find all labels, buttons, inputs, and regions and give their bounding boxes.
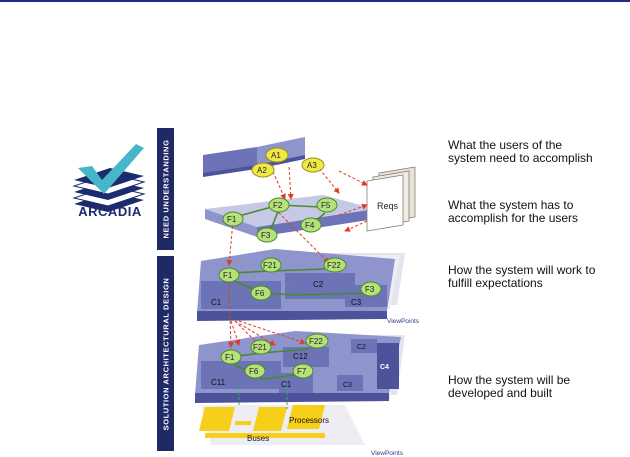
operational-nodes <box>251 147 325 178</box>
solution-design-label: SOLUTION ARCHITECTURAL DESIGN <box>161 277 170 430</box>
node-a3-label: A3 <box>307 161 317 170</box>
node-l-f21-label: F21 <box>263 261 277 270</box>
component-c2-phys <box>351 339 377 353</box>
node-a2-label: A2 <box>257 166 267 175</box>
need-understanding-bar: NEED UNDERSTANDING <box>157 128 174 250</box>
component-c11-label: C11 <box>211 378 226 387</box>
node-f3-label: F3 <box>261 231 271 240</box>
node-p-f1-label: F1 <box>225 353 235 362</box>
component-c2-label: C2 <box>313 280 324 289</box>
viewpoints-label-lower: ViewPoints <box>371 450 404 455</box>
logical-function-nodes <box>218 257 382 301</box>
component-c4 <box>377 343 399 389</box>
node-l-f3-label: F3 <box>365 285 375 294</box>
viewpoints-label-upper: ViewPoints <box>387 318 420 325</box>
node-f5-label: F5 <box>321 201 331 210</box>
arcadia-layers-diagram: Reqs <box>195 137 420 455</box>
description-physical: How the system will be developed and bui… <box>448 373 571 400</box>
hardware-processors <box>199 405 325 438</box>
component-c12-label: C12 <box>293 352 308 361</box>
component-c11 <box>201 361 281 389</box>
description-system: What the system has to accomplish for th… <box>448 198 579 225</box>
reqs-label: Reqs <box>377 201 399 211</box>
component-c1-label: C1 <box>211 298 222 307</box>
node-p-f22-label: F22 <box>309 337 323 346</box>
component-c2-phys-label: C2 <box>357 344 366 351</box>
top-rule <box>0 0 630 2</box>
buses-label: Buses <box>247 434 269 443</box>
arcadia-logo-icon <box>72 144 146 212</box>
description-logical: How the system will work to fulfill expe… <box>448 263 596 290</box>
node-p-f7-label: F7 <box>297 367 307 376</box>
node-p-f21-label: F21 <box>253 343 267 352</box>
node-l-f6-label: F6 <box>255 289 265 298</box>
system-function-nodes <box>222 197 338 243</box>
component-c1-phys-label: C1 <box>281 380 292 389</box>
node-f2-label: F2 <box>273 201 283 210</box>
description-operational: What the users of the system need to acc… <box>448 138 593 165</box>
processors-label: Processors <box>289 416 329 425</box>
component-c3-label: C3 <box>351 298 362 307</box>
traceability-arrows <box>226 160 368 348</box>
component-c3-phys-label: C3 <box>343 382 352 389</box>
component-c3-phys <box>337 375 363 391</box>
requirements-document-icon <box>366 166 416 232</box>
node-a1-label: A1 <box>271 151 281 160</box>
need-understanding-label: NEED UNDERSTANDING <box>161 139 170 239</box>
node-f4-label: F4 <box>305 221 315 230</box>
solution-design-bar: SOLUTION ARCHITECTURAL DESIGN <box>157 256 174 451</box>
node-l-f22-label: F22 <box>327 261 341 270</box>
node-p-f6-label: F6 <box>249 367 259 376</box>
logo-wordmark: ARCADIA <box>78 204 142 219</box>
node-f1-label: F1 <box>227 215 237 224</box>
physical-function-nodes <box>220 333 329 379</box>
allocation-arrows <box>230 285 294 409</box>
component-c4-label: C4 <box>380 364 389 371</box>
component-c12 <box>283 347 329 367</box>
node-l-f1-label: F1 <box>223 271 233 280</box>
